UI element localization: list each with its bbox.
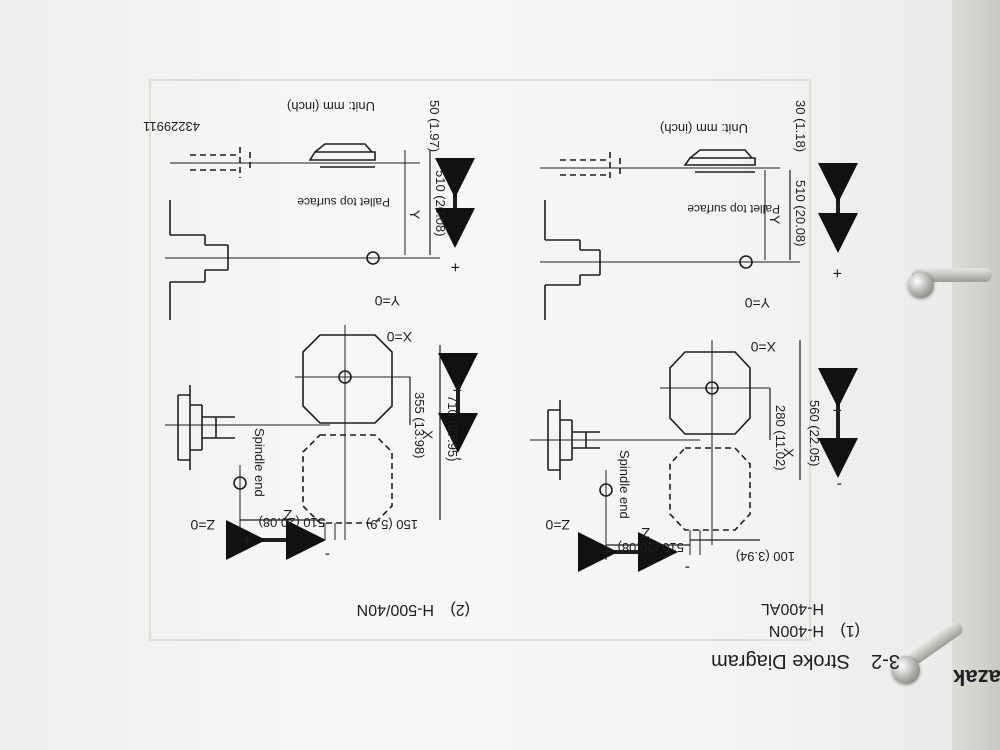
- model-1-name-1: H-400N: [769, 622, 824, 639]
- pallet-top-1: Pallet top surface: [687, 202, 780, 216]
- unit-label-1: Unit: mm (inch): [660, 121, 748, 136]
- faint-frame: [149, 79, 811, 641]
- z-offset-1: 100 (3.94): [736, 549, 795, 564]
- x-label-1: X: [781, 448, 797, 458]
- model-2-name: H-500/40N: [357, 601, 434, 618]
- y-plus-2: +: [451, 258, 460, 275]
- pallet-1-solid: [669, 351, 751, 435]
- binder-ring-bottom-knob: [892, 656, 920, 684]
- z-label-1: Z: [641, 525, 650, 541]
- y-plus-1: +: [833, 264, 842, 281]
- y-origin-2: Y=0: [374, 293, 400, 309]
- x-stroke-2: 710 (27.95): [445, 395, 460, 462]
- x-half-2: 355 (13.98): [412, 392, 427, 459]
- section-number: 3-2: [871, 650, 900, 672]
- pallet-top-2: Pallet top surface: [297, 195, 390, 209]
- pallet-2-solid: [302, 334, 393, 424]
- x-plus-1: +: [833, 401, 842, 418]
- y-offset-2: 50 (1.97): [427, 100, 442, 152]
- x-label-2: X: [420, 430, 436, 440]
- y-offset-1: 30 (1.18): [793, 100, 808, 152]
- spindle-end-2: Spindle end: [252, 428, 267, 497]
- binder-ring-top-knob: [908, 272, 934, 298]
- z-offset-2: 150 (5.9): [366, 517, 418, 532]
- x-plus-2: +: [453, 381, 462, 398]
- z-origin-2: Z=0: [190, 517, 215, 533]
- x-minus-2: -: [457, 451, 462, 468]
- x-minus-1: -: [837, 476, 842, 493]
- y-label-2: Y: [407, 210, 423, 220]
- z-minus-2: -: [325, 546, 330, 563]
- y-stroke-1: 510 (20.08): [793, 180, 808, 247]
- x-half-1: 280 (11.02): [773, 405, 788, 471]
- pallet-2-dashed: [302, 434, 393, 524]
- document-number: 43229911: [143, 119, 200, 134]
- y-minus-2: -: [455, 176, 460, 193]
- z-origin-1: Z=0: [545, 517, 570, 533]
- model-1-name-2: H-400AL: [761, 600, 824, 617]
- diagram-2-labels: 710 (27.95) 355 (13.98) X X=0 Spindle en…: [190, 100, 462, 563]
- y-stroke-2: 510 (20.08): [433, 170, 448, 237]
- header-group: 3-2 Stroke Diagram (1) H-400N H-400AL (2…: [143, 99, 900, 672]
- diagram-1: [530, 149, 858, 572]
- x-origin-1: X=0: [750, 339, 776, 355]
- x-stroke-1: 560 (22.05): [807, 400, 822, 467]
- z-plus-1: +: [603, 542, 612, 559]
- section-title: Stroke Diagram: [711, 650, 850, 672]
- model-1-label: (1): [840, 622, 860, 639]
- unit-label-2: Unit: mm (inch): [287, 99, 375, 114]
- y-minus-1: -: [837, 181, 842, 198]
- z-minus-1: -: [685, 559, 690, 576]
- y-label-1: Y: [767, 215, 783, 225]
- x-origin-2: X=0: [386, 329, 412, 345]
- z-stroke-1: 510 (20.08): [618, 540, 685, 555]
- z-label-2: Z: [283, 507, 292, 523]
- model-2-label: (2): [450, 601, 470, 618]
- diagram-1-labels: 560 (22.05) 280 (11.02) X X=0 Spindle en…: [545, 100, 842, 576]
- y-origin-1: Y=0: [744, 295, 770, 311]
- z-plus-2: +: [243, 530, 252, 547]
- z-stroke-2: 510 (20.08): [259, 515, 326, 530]
- spindle-end-1: Spindle end: [617, 450, 632, 519]
- pallet-1-dashed: [669, 447, 751, 531]
- diagram-2: [165, 143, 478, 560]
